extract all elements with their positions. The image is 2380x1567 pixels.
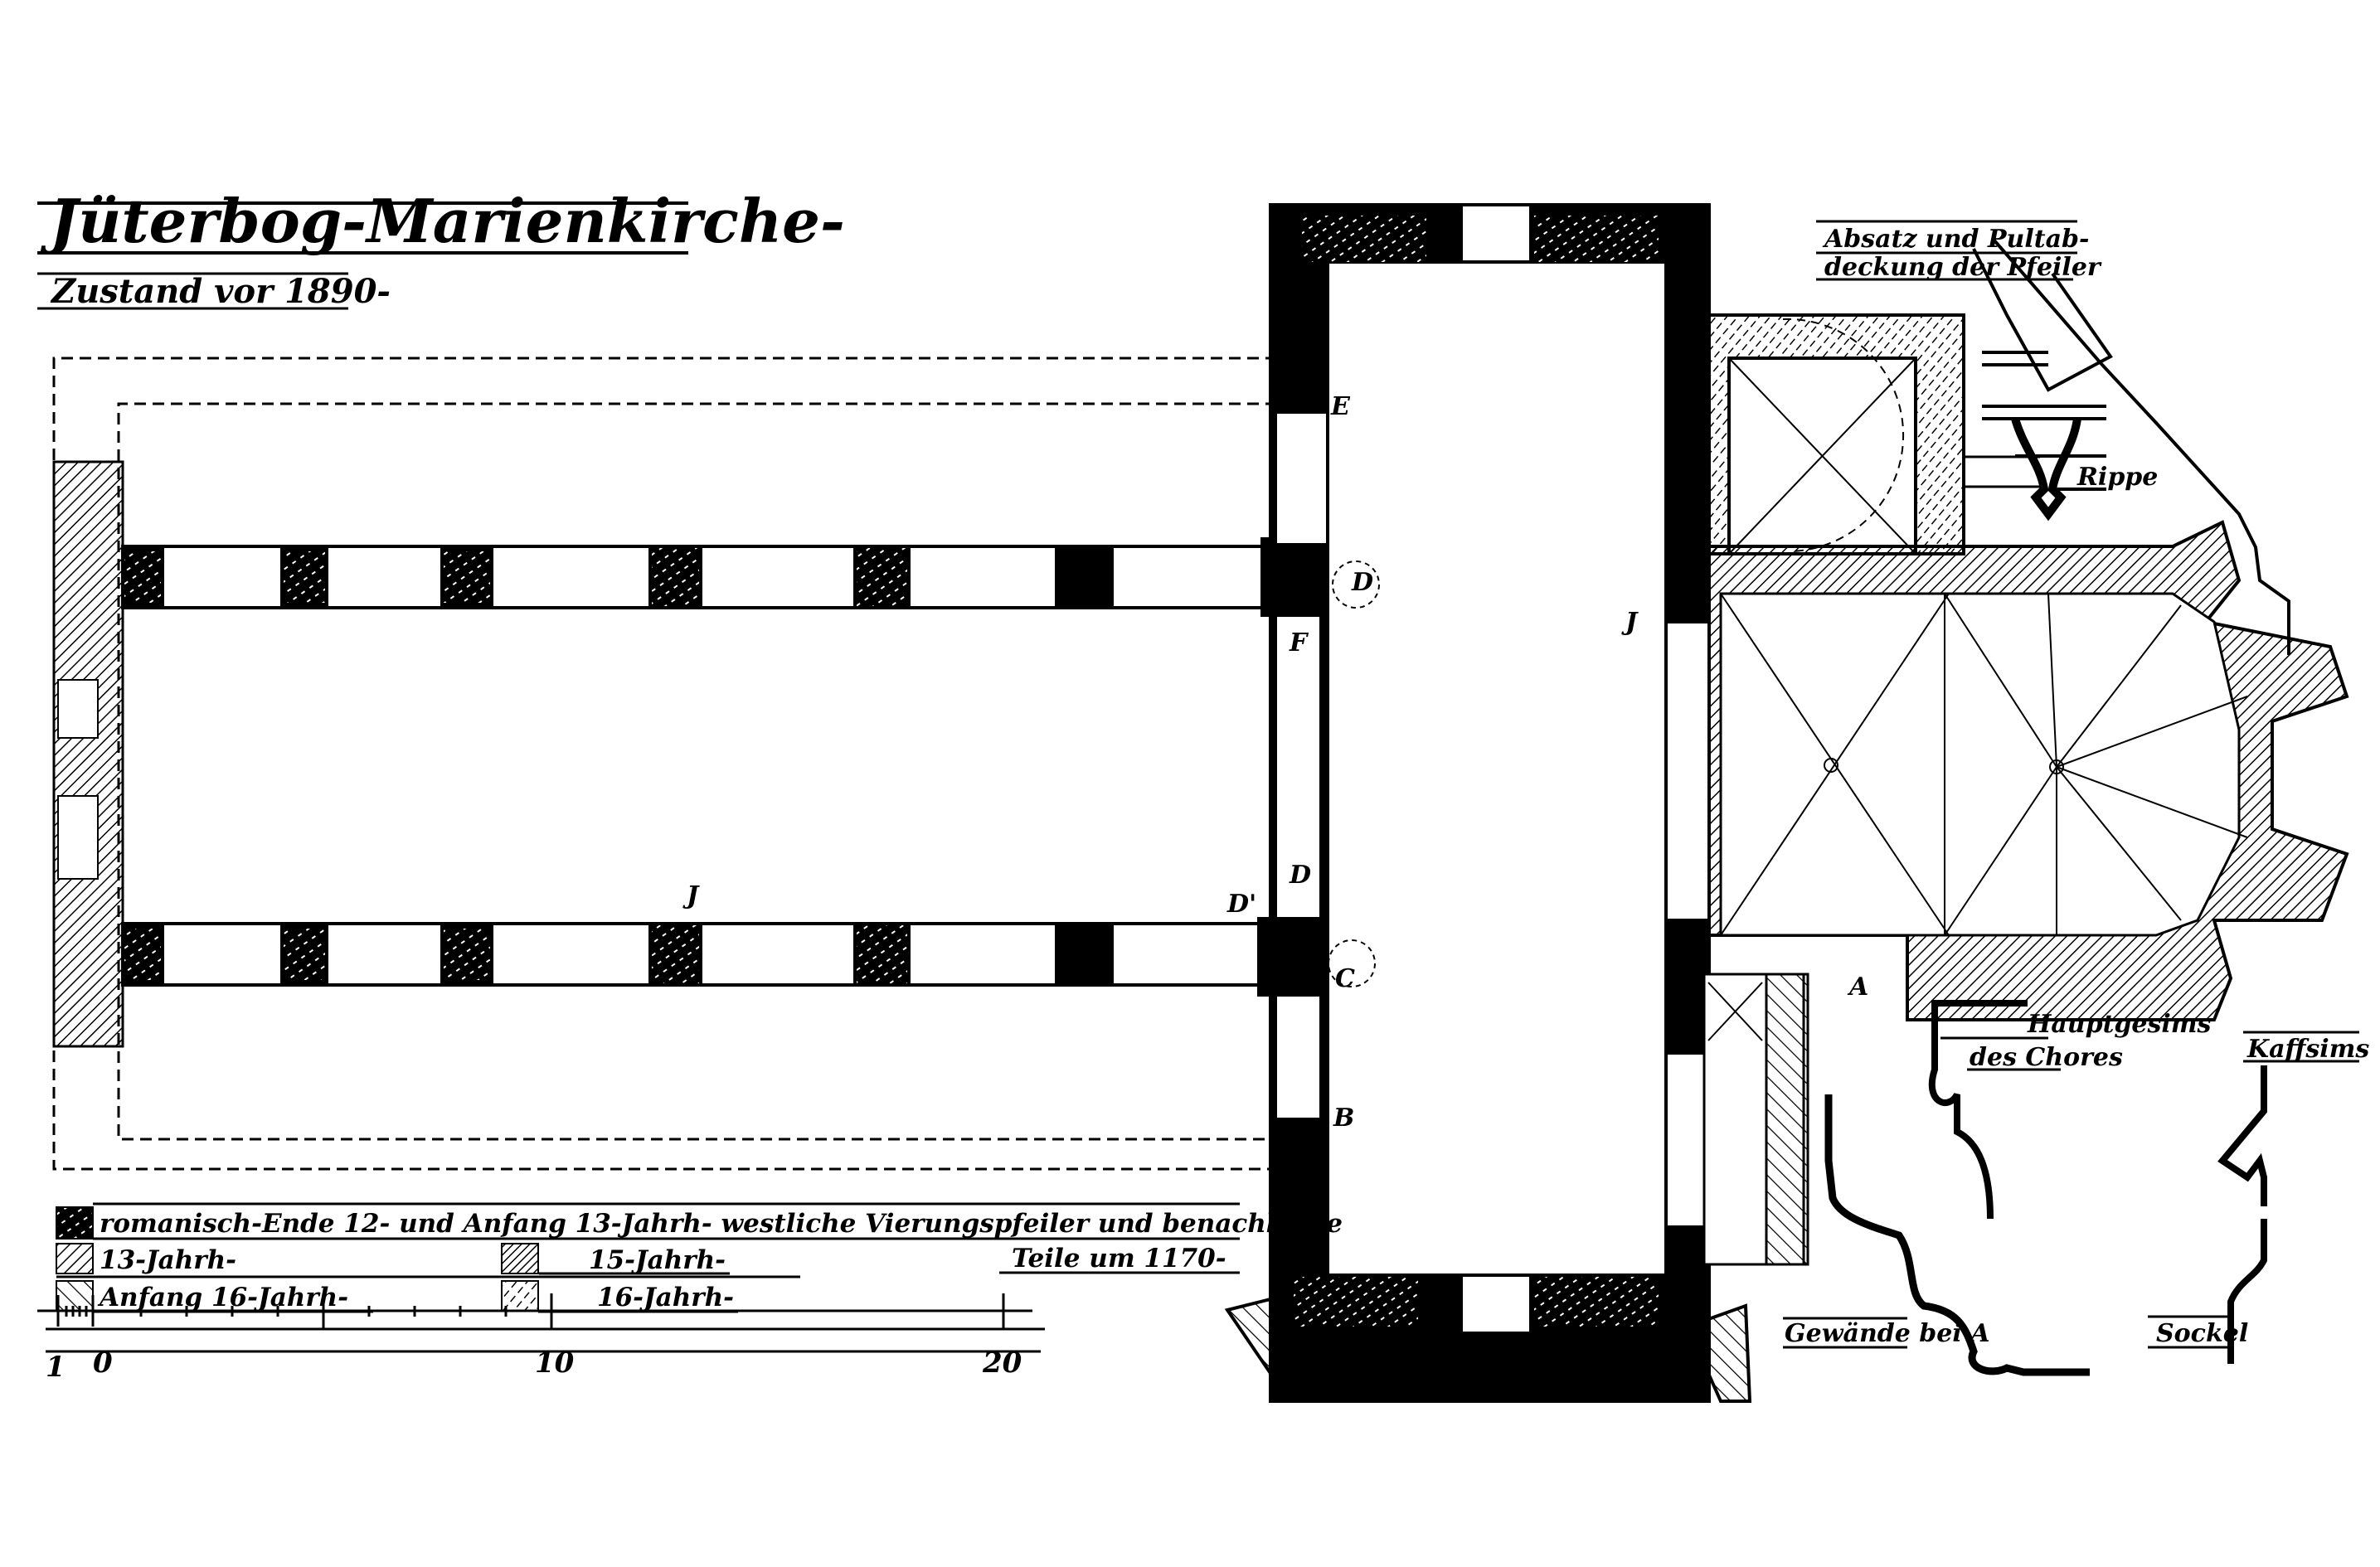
legend-label-15th: 15-Jahrh- bbox=[589, 1245, 726, 1275]
mark-j-nave: J bbox=[682, 881, 700, 910]
scale-tick-10: 10 bbox=[535, 1346, 575, 1380]
detail-pier-cap: Absatz und Pultab- deckung der Pfeiler bbox=[1816, 220, 2290, 655]
mark-b: B bbox=[1333, 1104, 1354, 1133]
scale-tick-20: 20 bbox=[982, 1346, 1022, 1380]
legend-label-1170: Teile um 1170- bbox=[1012, 1244, 1226, 1273]
detail-jamb: Gewände bei A bbox=[1783, 1094, 2090, 1376]
details-main_cornice-1-label: des Chores bbox=[1970, 1043, 2123, 1072]
details-pier_cap-0-label: Absatz und Pultab- bbox=[1822, 225, 2089, 254]
mark-j-transept: J bbox=[1621, 608, 1639, 637]
west-wall bbox=[52, 460, 124, 1048]
legend-swatch-16th bbox=[501, 1280, 539, 1312]
north-arcade bbox=[121, 537, 1322, 617]
mark-d-prime: D' bbox=[1226, 890, 1256, 919]
plan-title: Jüterbog-Marienkirche- bbox=[40, 186, 845, 256]
outer-aisle-outline bbox=[52, 357, 1277, 1171]
south-arcade bbox=[121, 917, 1322, 997]
details-rib-label: Rippe bbox=[2076, 463, 2158, 492]
mark-e: E bbox=[1330, 392, 1351, 421]
legend-swatch-15th bbox=[501, 1243, 539, 1274]
south-chapel bbox=[1702, 973, 1809, 1266]
details-plinth-label: Sockel bbox=[2156, 1319, 2248, 1348]
scale-bar: 1 0 10 20 bbox=[37, 1293, 1045, 1384]
mark-d-south: D bbox=[1289, 861, 1311, 890]
detail-plinth: Sockel bbox=[2148, 1315, 2248, 1349]
legend-label-romanesque: romanisch-Ende 12- und Anfang 13-Jahrh- … bbox=[100, 1209, 1343, 1239]
legend-label-13th: 13-Jahrh- bbox=[100, 1245, 236, 1275]
legend-label-early-16th: Anfang 16-Jahrh- bbox=[97, 1283, 348, 1312]
details-drip-label: Kaffsims bbox=[2246, 1035, 2369, 1064]
mark-a: A bbox=[1847, 973, 1868, 1002]
details-jamb-label: Gewände bei A bbox=[1785, 1319, 1989, 1348]
legend-swatch-13th bbox=[56, 1243, 94, 1274]
reference-marks: E D F J J D' D C B A bbox=[682, 392, 1868, 1133]
legend-swatch-romanesque bbox=[56, 1206, 94, 1240]
inner-aisle-outline bbox=[117, 402, 1277, 1141]
detail-rib: Rippe bbox=[1965, 417, 2158, 522]
mark-d: D bbox=[1351, 568, 1373, 597]
details-pier_cap-1-label: deckung der Pfeiler bbox=[1824, 253, 2102, 282]
detail-drip: Kaffsims bbox=[2217, 1031, 2369, 1364]
transept bbox=[1224, 203, 1752, 1403]
choir bbox=[1707, 520, 2349, 1021]
mark-c: C bbox=[1335, 964, 1355, 993]
detail-main-cornice: Hauptgesims des Chores bbox=[1928, 1000, 2212, 1220]
mark-f: F bbox=[1289, 628, 1309, 657]
scale-tick-0: 0 bbox=[93, 1346, 113, 1380]
details-main_cornice-0-label: Hauptgesims bbox=[2027, 1010, 2212, 1039]
title-block: Jüterbog-Marienkirche- Zustand vor 1890- bbox=[37, 186, 845, 311]
legend-label-16th: 16-Jahrh- bbox=[597, 1283, 734, 1312]
scale-tick-1: 1 bbox=[46, 1351, 66, 1384]
north-chapel bbox=[1684, 313, 1965, 555]
plan-subtitle: Zustand vor 1890- bbox=[50, 272, 391, 311]
nave bbox=[52, 357, 1277, 1171]
legend: romanisch-Ende 12- und Anfang 13-Jahrh- … bbox=[56, 1202, 1343, 1313]
